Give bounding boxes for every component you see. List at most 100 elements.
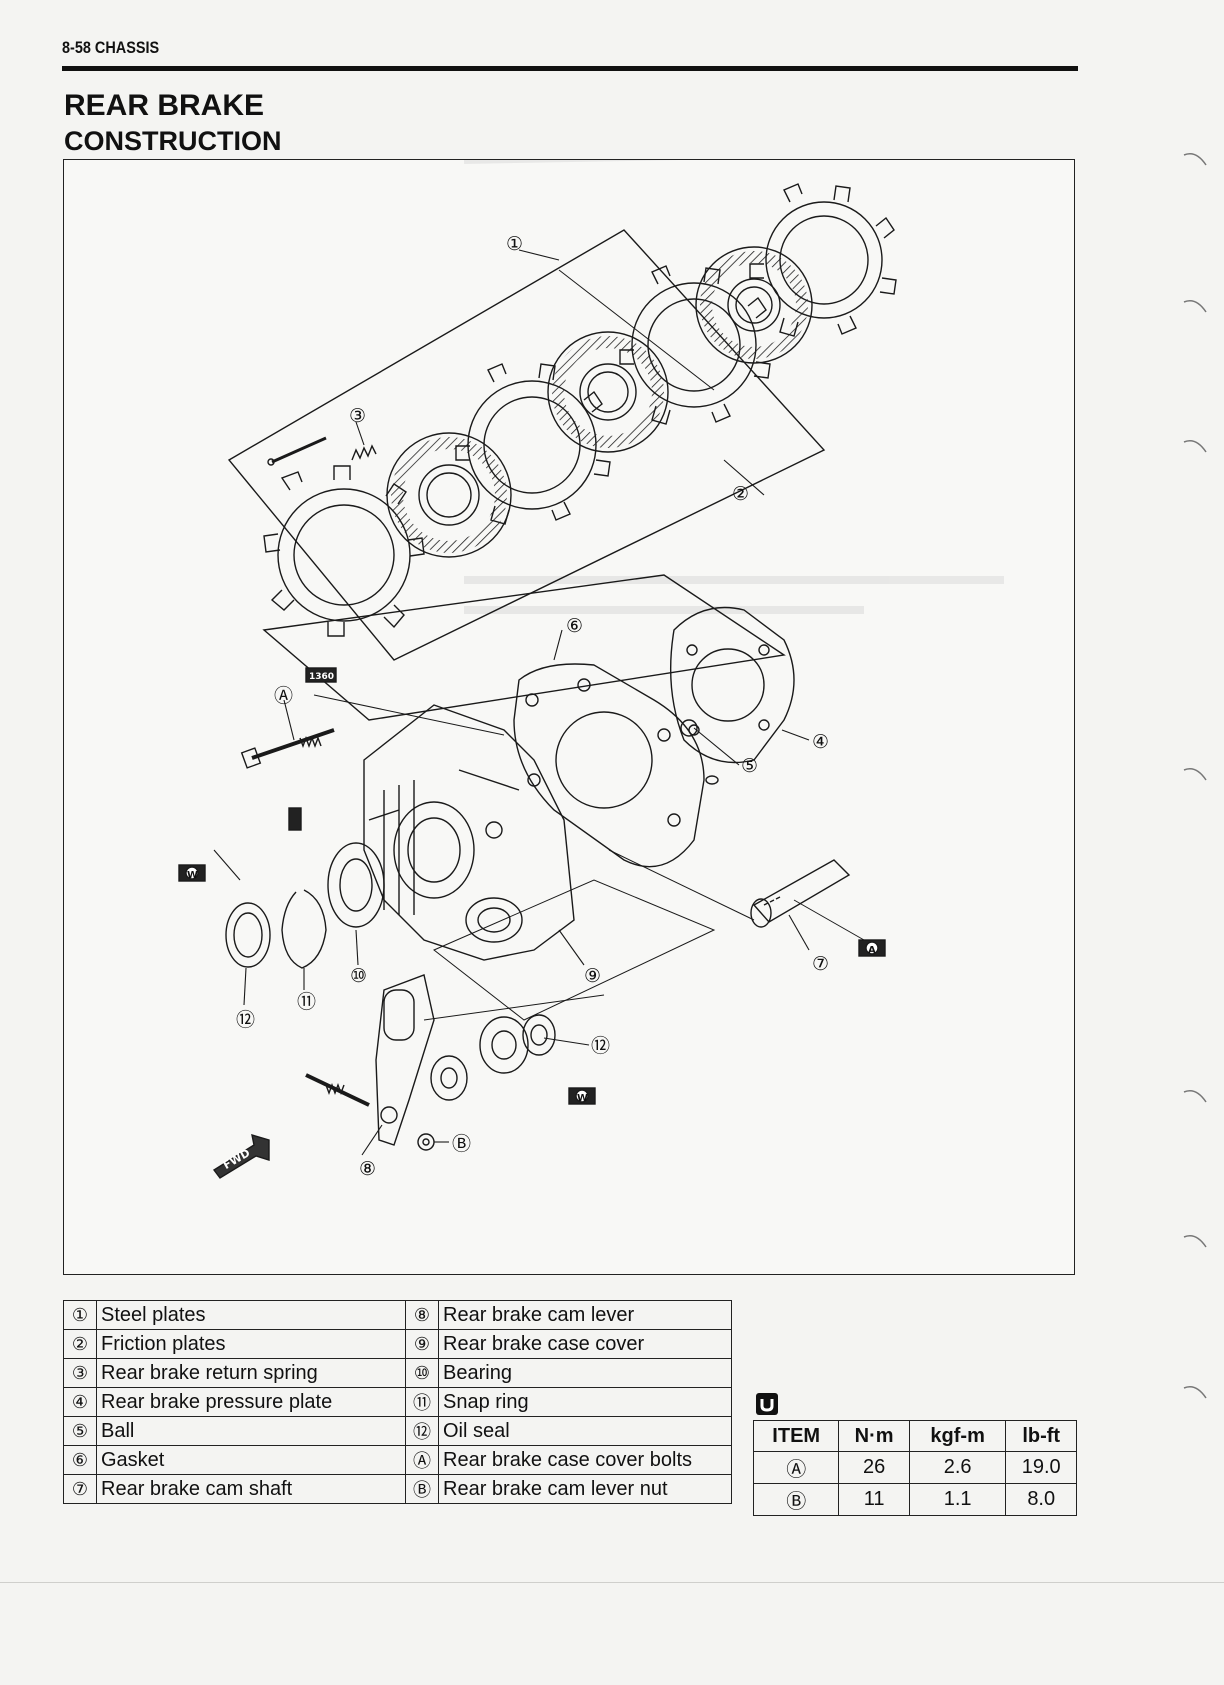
- cam-lever: [305, 974, 435, 1146]
- part-number: ⑤: [63, 1416, 97, 1446]
- table-row: Ⓐ 26 2.6 19.0: [752, 1451, 1077, 1484]
- part-label: Oil seal: [438, 1416, 732, 1446]
- cam-lever-nut: [417, 1133, 435, 1151]
- page-title: REAR BRAKE: [64, 89, 265, 122]
- rear-brake-exploded-drawing: ① ② ③ ④ ⑤ ⑥ ⑦ ⑧ ⑨ ⑩ ⑪ ⑫ ⑫ Ⓐ Ⓑ FWD W A W …: [178, 160, 1004, 1180]
- callout-12-right: ⑫: [591, 1035, 610, 1057]
- return-spring-assembly: [267, 436, 377, 466]
- callout-a: Ⓐ: [274, 685, 293, 707]
- pressure-plate: [669, 606, 795, 764]
- brake-case: [363, 704, 575, 961]
- cam-washer: [423, 994, 605, 1101]
- thread-lock-label: 1360: [309, 672, 334, 682]
- bearing: [327, 842, 385, 928]
- torque-spec-table: ITEM N·m kgf-m lb-ft Ⓐ 26 2.6 19.0 Ⓑ 11 …: [752, 1420, 1077, 1516]
- callout-12-left: ⑫: [236, 1009, 255, 1031]
- callout-4: ④: [812, 731, 829, 753]
- part-label: Rear brake cam lever: [438, 1300, 732, 1330]
- torque-lbft: 8.0: [1005, 1483, 1077, 1516]
- callout-3: ③: [349, 405, 366, 427]
- ball-small: [705, 775, 719, 785]
- section-subtitle: CONSTRUCTION: [64, 126, 282, 156]
- part-number: Ⓑ: [405, 1474, 439, 1504]
- part-number: ⑦: [63, 1474, 97, 1504]
- bleed-through-text: [464, 160, 1004, 614]
- grease-icon-bottom: [568, 1087, 596, 1105]
- table-row: ④ Rear brake pressure plate ⑪ Snap ring: [63, 1387, 732, 1417]
- callout-11: ⑪: [297, 991, 316, 1013]
- part-label: Bearing: [438, 1358, 732, 1388]
- steel-plate-4: [749, 183, 897, 337]
- scan-edge-line: [0, 1582, 1224, 1583]
- table-row: Ⓑ 11 1.1 8.0: [752, 1483, 1077, 1516]
- steel-plate-3: [619, 265, 771, 425]
- table-row: ② Friction plates ⑨ Rear brake case cove…: [63, 1329, 732, 1359]
- grease-icon: [178, 864, 206, 882]
- part-label: Ball: [96, 1416, 406, 1446]
- friction-plate-2: [547, 331, 669, 453]
- callout-10: ⑩: [350, 965, 367, 987]
- steel-plate-1: [263, 465, 425, 637]
- callout-b: Ⓑ: [452, 1133, 471, 1155]
- part-number: ④: [63, 1387, 97, 1417]
- torque-wrench-icon: [756, 1393, 778, 1415]
- part-number: ⑪: [405, 1387, 439, 1417]
- plate-guide-box: [227, 229, 826, 661]
- callout-leaders: [213, 249, 810, 1156]
- cam-shaft: [608, 849, 865, 941]
- torque-kgfm: 2.6: [908, 1451, 1007, 1484]
- page-edge-marks: [1183, 153, 1207, 1399]
- fwd-arrow-icon: [212, 1134, 270, 1179]
- table-row: ⑤ Ball ⑫ Oil seal: [63, 1416, 732, 1446]
- torque-kgfm: 1.1: [908, 1483, 1007, 1516]
- table-row: ① Steel plates ⑧ Rear brake cam lever: [63, 1300, 732, 1330]
- part-number: ③: [63, 1358, 97, 1388]
- table-row: ⑦ Rear brake cam shaft Ⓑ Rear brake cam …: [63, 1474, 732, 1504]
- friction-plate-3: [695, 246, 813, 364]
- bond-icon: [288, 807, 302, 831]
- snap-ring: [281, 889, 327, 969]
- grease-label-right: A: [868, 945, 876, 956]
- table-row: ⑥ Gasket Ⓐ Rear brake case cover bolts: [63, 1445, 732, 1475]
- part-number: ⑨: [405, 1329, 439, 1359]
- grease-icon-right: [858, 939, 886, 957]
- part-label: Snap ring: [438, 1387, 732, 1417]
- parts-legend-table: ① Steel plates ⑧ Rear brake cam lever ② …: [63, 1300, 732, 1504]
- part-number: ②: [63, 1329, 97, 1359]
- callout-6: ⑥: [566, 615, 583, 637]
- part-number: Ⓐ: [405, 1445, 439, 1475]
- table-header-row: ITEM N·m kgf-m lb-ft: [752, 1420, 1077, 1452]
- part-label: Friction plates: [96, 1329, 406, 1359]
- oil-seal-left: [225, 902, 271, 968]
- torque-item: Ⓐ: [752, 1451, 840, 1484]
- part-label: Rear brake case cover bolts: [438, 1445, 732, 1475]
- callout-2: ②: [732, 483, 749, 505]
- case-cover-bolt: [240, 728, 335, 769]
- column-header-nm: N·m: [838, 1420, 910, 1452]
- callout-9: ⑨: [584, 965, 601, 987]
- gasket: [513, 663, 705, 868]
- column-header-kgfm: kgf-m: [908, 1420, 1007, 1452]
- part-label: Rear brake pressure plate: [96, 1387, 406, 1417]
- part-label: Gasket: [96, 1445, 406, 1475]
- part-number: ①: [63, 1300, 97, 1330]
- callout-7: ⑦: [812, 953, 829, 975]
- page-header: 8-58 CHASSIS: [62, 38, 1078, 58]
- torque-nm: 11: [838, 1483, 910, 1516]
- part-label: Rear brake return spring: [96, 1358, 406, 1388]
- friction-plate-1: [386, 432, 512, 558]
- callout-8: ⑧: [359, 1158, 376, 1180]
- part-label: Steel plates: [96, 1300, 406, 1330]
- torque-item: Ⓑ: [752, 1483, 840, 1516]
- table-row: ③ Rear brake return spring ⑩ Bearing: [63, 1358, 732, 1388]
- part-number: ⑩: [405, 1358, 439, 1388]
- header-divider: [62, 66, 1078, 71]
- grease-label-bottom: W: [577, 1093, 588, 1104]
- lower-guide-plane: [262, 574, 786, 721]
- part-label: Rear brake case cover: [438, 1329, 732, 1359]
- column-header-item: ITEM: [752, 1420, 840, 1452]
- ball: [680, 719, 698, 737]
- thread-lock-icon: [305, 667, 337, 683]
- part-label: Rear brake cam shaft: [96, 1474, 406, 1504]
- callout-5: ⑤: [741, 755, 758, 777]
